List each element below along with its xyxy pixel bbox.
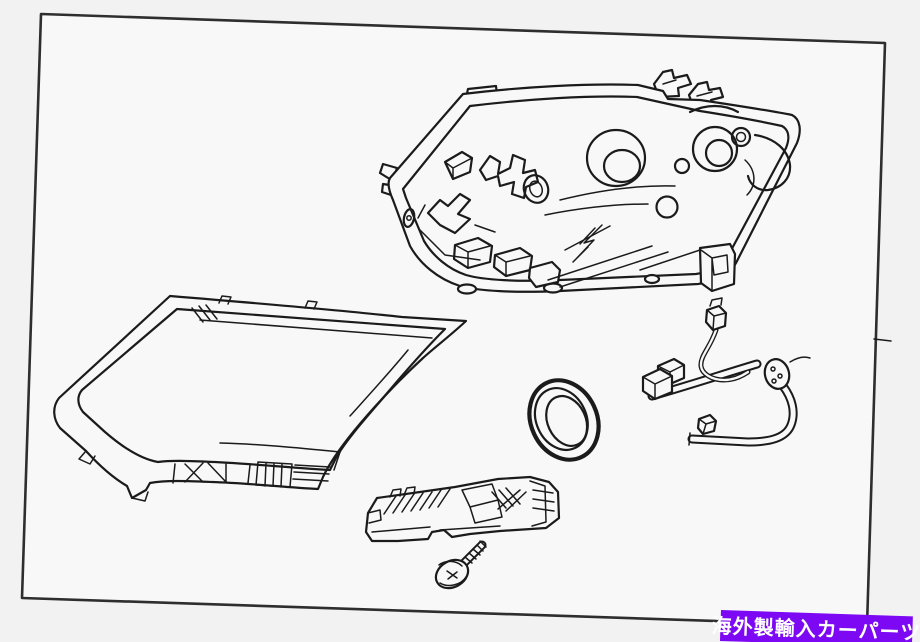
projector-bore-center [585, 128, 647, 188]
wiring-harness-drawing [641, 297, 811, 447]
promo-banner-text: 海外製輸入カーパーツ [711, 613, 920, 642]
tapping-screw-drawing [434, 540, 487, 590]
seal-gasket-ring-drawing [527, 378, 601, 462]
projector-bore-right [691, 125, 739, 173]
headlight-lens-drawing [53, 294, 468, 502]
promo-banner: 海外製輸入カーパーツ [711, 610, 920, 642]
headlight-housing-drawing [378, 68, 801, 295]
mounting-bracket-drawing [364, 475, 561, 543]
